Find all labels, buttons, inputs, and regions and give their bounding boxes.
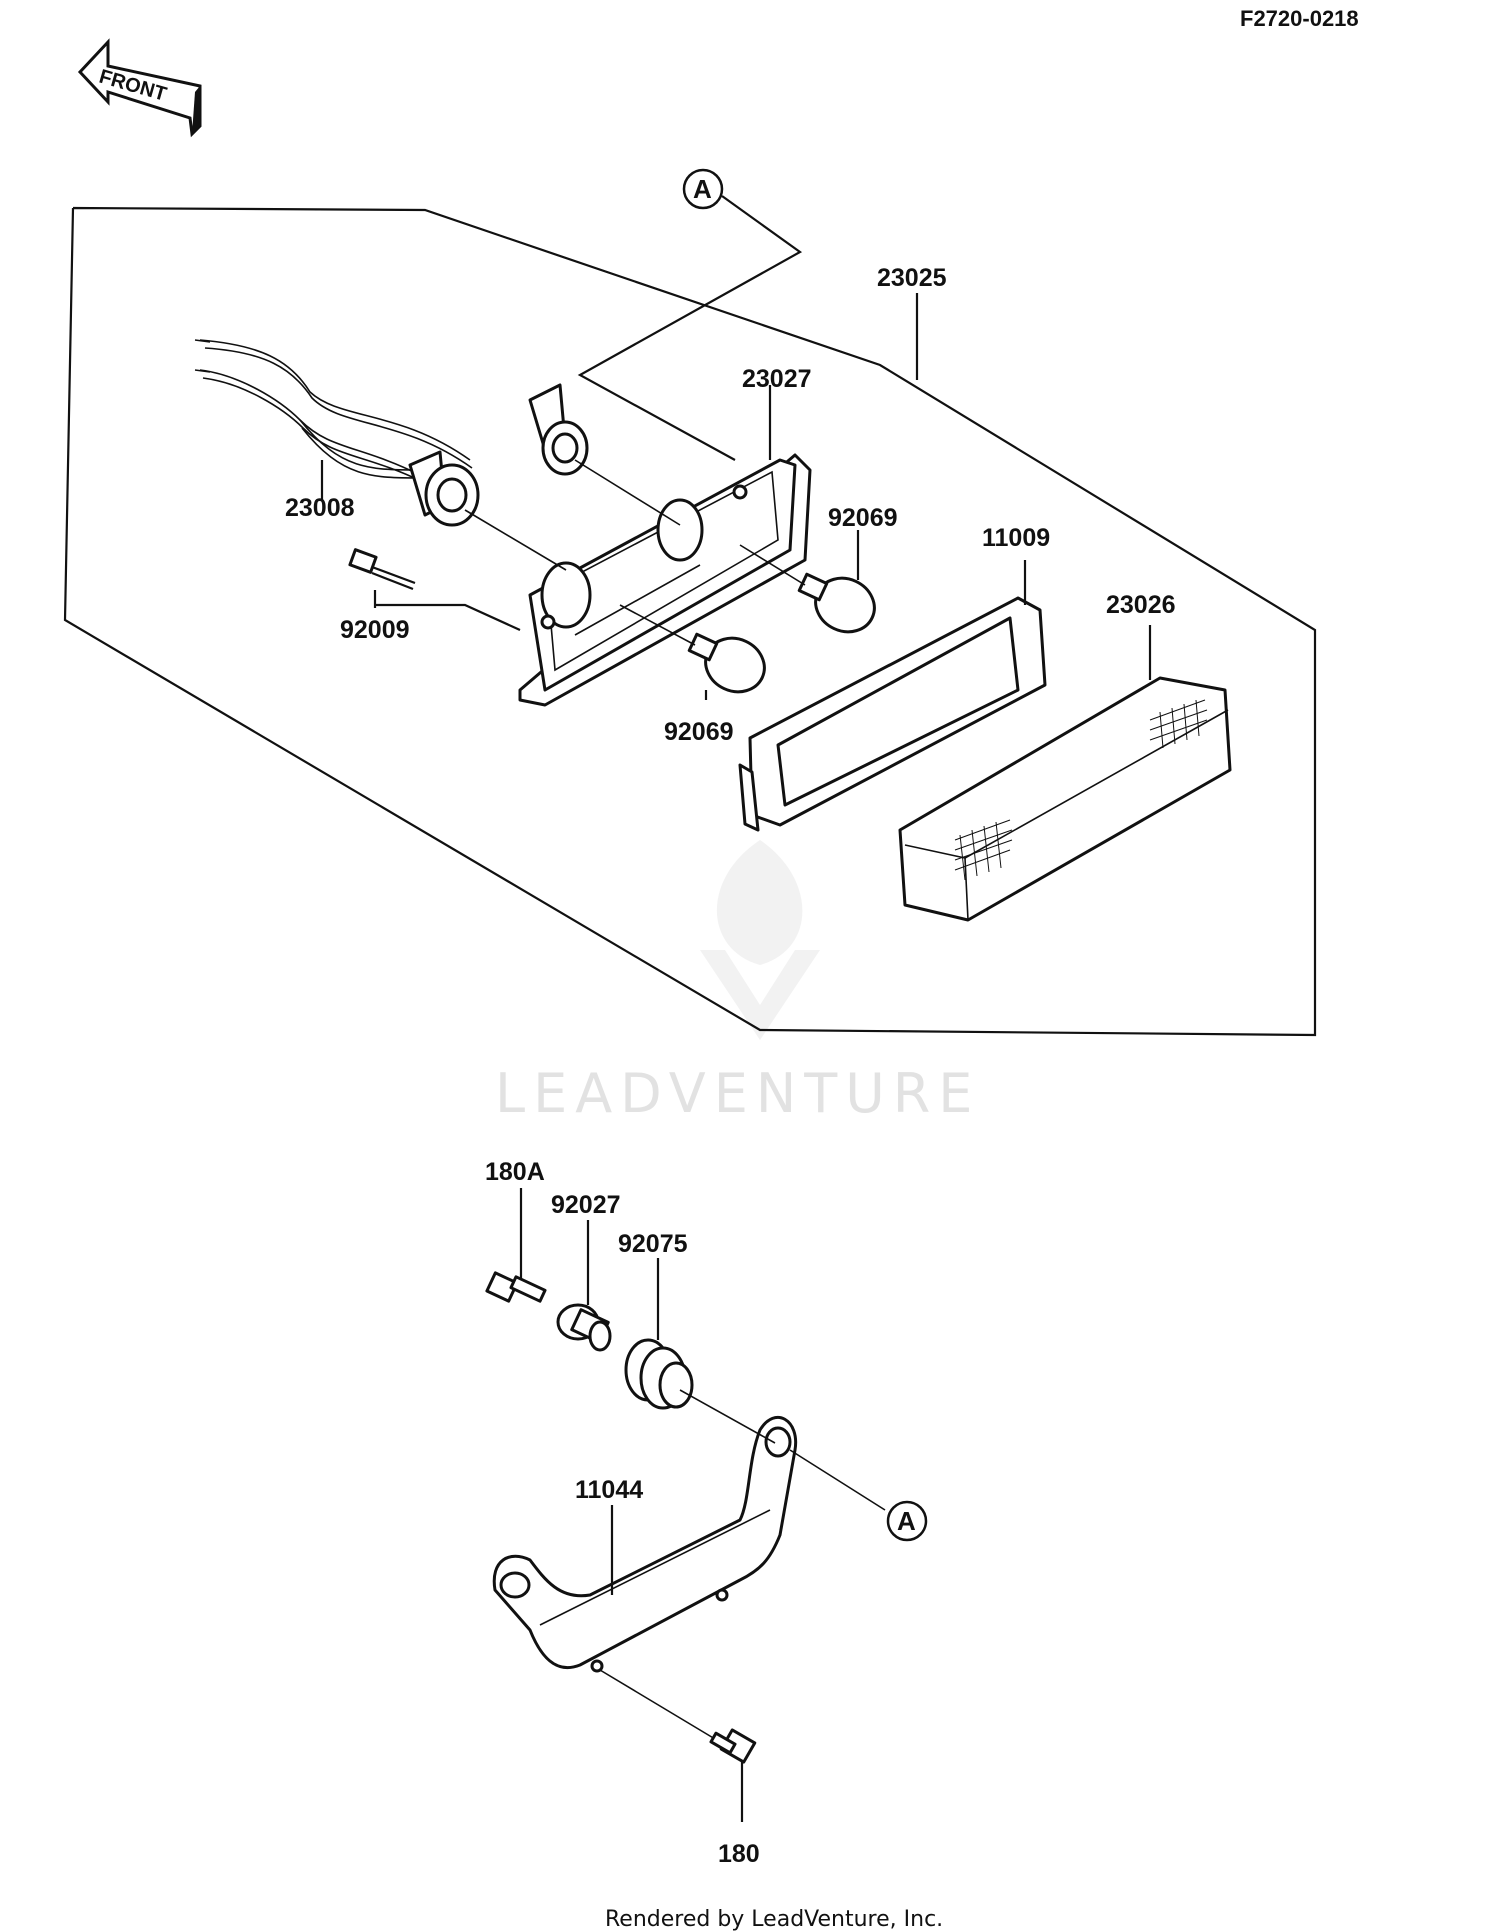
lens-gasket [738,560,1047,832]
lens [898,625,1232,922]
watermark-text: LEADVENTURE [495,1062,980,1125]
leader-socket-upper [574,459,681,526]
leader-grommet [679,1389,776,1444]
socket-harness [194,339,589,527]
bulb-right [739,530,876,634]
bracket-11044 [492,1416,798,1673]
screw-92009 [348,548,521,632]
leader-ref-a [789,1449,886,1511]
footer-credit: Rendered by LeadVenture, Inc. [605,1907,943,1931]
label-92009: 92009 [340,616,410,644]
label-92075: 92075 [618,1230,688,1258]
diagram-code: F2720-0218 [1240,6,1359,31]
label-23025: 23025 [877,264,947,292]
svg-text:A: A [897,1506,916,1536]
label-23008: 23008 [285,494,355,522]
label-92027: 92027 [551,1191,621,1219]
reference-mark-upper: A [577,168,803,461]
lamp-case [518,385,812,707]
label-11009: 11009 [982,524,1050,552]
label-11044: 11044 [575,1476,643,1504]
svg-text:A: A [693,174,712,204]
front-arrow-icon: FRONT [77,38,202,138]
assembly-outline [63,206,1317,1037]
label-92069-left: 92069 [664,718,734,746]
label-23026: 23026 [1106,591,1176,619]
bulb-left [619,604,766,700]
label-180a: 180A [485,1158,545,1186]
label-23027: 23027 [742,365,812,393]
reference-mark-lower: A [886,1500,928,1542]
bolt-180 [599,1669,757,1822]
grommet-92075 [624,1258,694,1410]
label-180: 180 [718,1840,760,1868]
watermark-logo-icon [700,840,820,1040]
collar-92027 [556,1220,612,1352]
bolt-180a [485,1188,547,1303]
label-92069-right: 92069 [828,504,898,532]
leader-socket-lower [464,509,567,571]
